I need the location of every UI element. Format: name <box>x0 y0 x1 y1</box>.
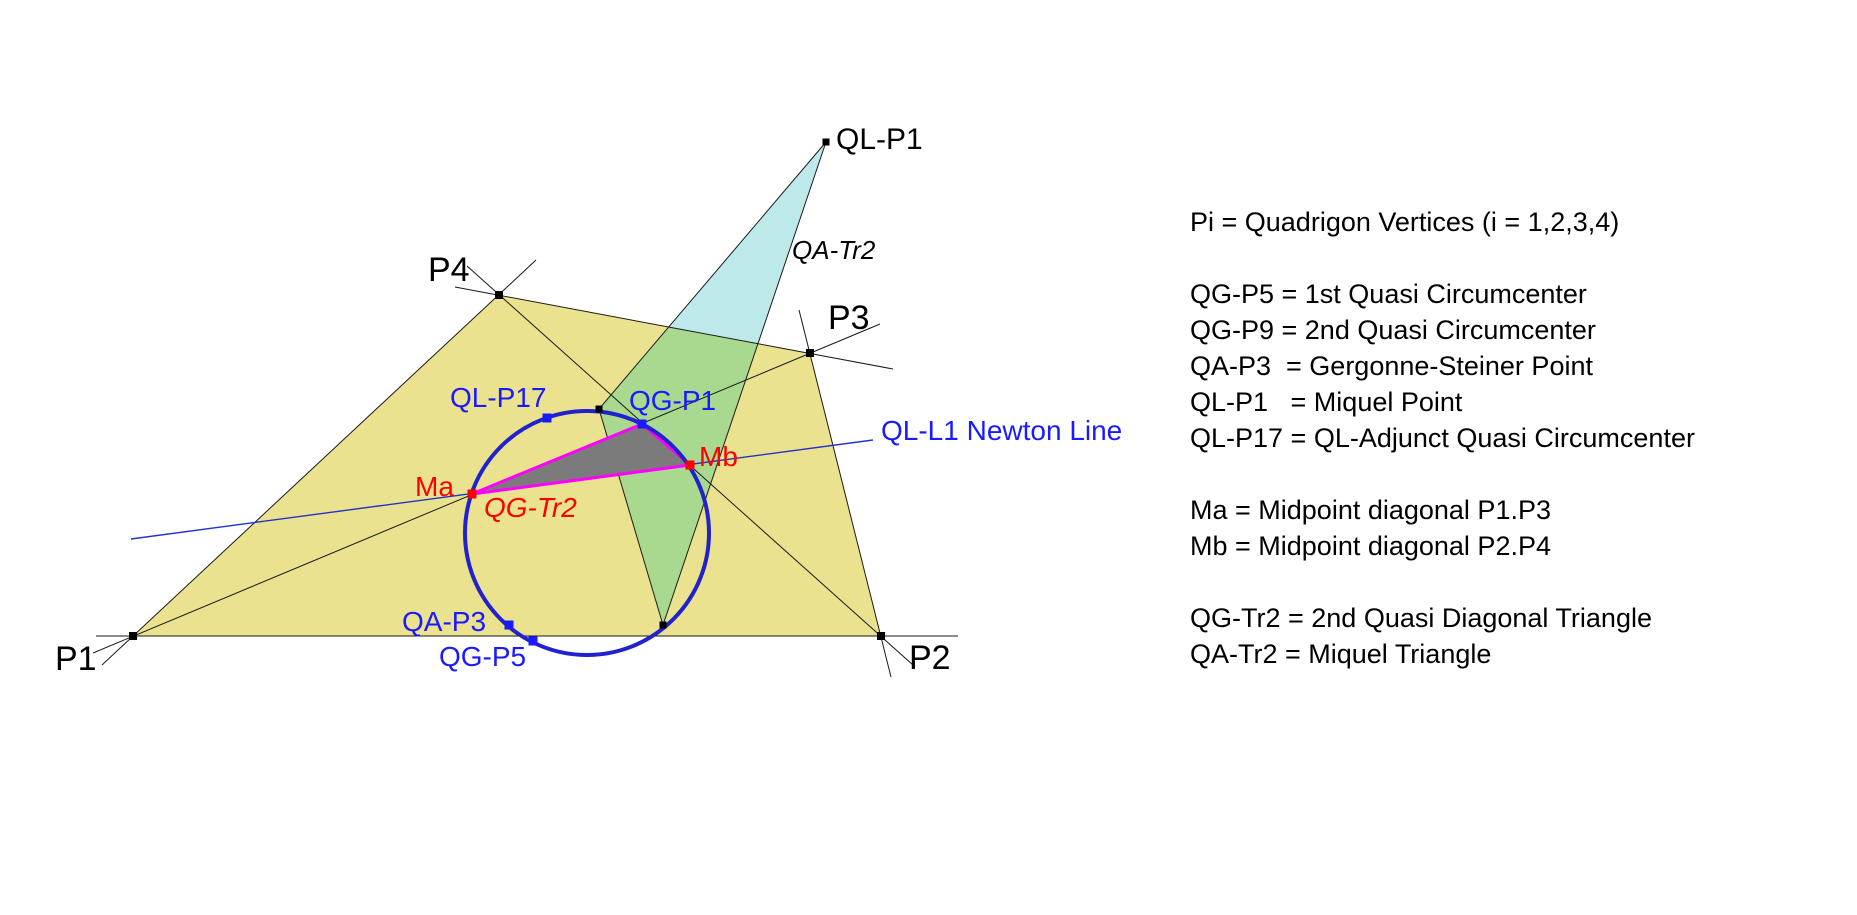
legend-spacer <box>1190 456 1695 492</box>
legend-line: QA-Tr2 = Miquel Triangle <box>1190 639 1492 669</box>
label-qg-tr2: QG-Tr2 <box>484 492 577 523</box>
point-qa-p3 <box>504 620 514 630</box>
legend-spacer <box>1190 564 1695 600</box>
label-qg-p1: QG-P1 <box>629 385 717 416</box>
legend-line: QA-P3 = Gergonne-Steiner Point <box>1190 351 1593 381</box>
label-mb: Mb <box>699 441 738 472</box>
legend-line: Ma = Midpoint diagonal P1.P3 <box>1190 495 1551 525</box>
legend-line: QG-Tr2 = 2nd Quasi Diagonal Triangle <box>1190 603 1652 633</box>
point-ql-p1 <box>822 138 830 146</box>
label-newton-line: QL-L1 Newton Line <box>881 415 1123 446</box>
label-p3: P3 <box>828 299 870 337</box>
quasi-diagonal-triangle <box>470 422 692 496</box>
label-p1: P1 <box>55 640 97 678</box>
legend-line: Pi = Quadrigon Vertices (i = 1,2,3,4) <box>1190 207 1620 237</box>
label-qa-p3: QA-P3 <box>402 606 487 637</box>
miquel-triangle-fill <box>669 142 826 343</box>
legend-line: QG-P9 = 2nd Quasi Circumcenter <box>1190 315 1596 345</box>
point-mb <box>685 460 695 470</box>
legend-line: QL-P17 = QL-Adjunct Quasi Circumcenter <box>1190 423 1695 453</box>
line-p1-p4 <box>101 259 537 666</box>
legend-spacer <box>1190 240 1695 276</box>
point-p4 <box>495 291 503 299</box>
point-p3 <box>806 349 814 357</box>
label-p2: P2 <box>909 639 951 677</box>
line-p3-p4 <box>454 286 894 370</box>
point-qg-p1 <box>637 419 647 429</box>
label-ql-p17: QL-P17 <box>450 382 547 413</box>
miquel-triangle-overlap-fill <box>599 327 758 625</box>
legend-line: Mb = Midpoint diagonal P2.P4 <box>1190 531 1551 561</box>
point-p2 <box>877 632 885 640</box>
point-ma <box>467 489 477 499</box>
quasi-circumcircle <box>463 409 711 657</box>
label-ma: Ma <box>415 471 454 502</box>
point-p1 <box>129 632 137 640</box>
miquel-triangle-outline <box>598 141 827 627</box>
legend: Pi = Quadrigon Vertices (i = 1,2,3,4) QG-… <box>1190 204 1695 672</box>
line-p2-p3 <box>798 309 892 678</box>
legend-line: QG-P5 = 1st Quasi Circumcenter <box>1190 279 1587 309</box>
label-p4: P4 <box>428 251 470 289</box>
point-qg-p5 <box>528 636 538 646</box>
point-miquel-3 <box>659 621 667 629</box>
label-qg-p5: QG-P5 <box>439 641 527 672</box>
label-qa-tr2: QA-Tr2 <box>792 235 876 265</box>
label-ql-p1: QL-P1 <box>836 123 923 156</box>
point-miquel-2 <box>595 405 603 413</box>
point-ql-p17 <box>542 413 552 423</box>
legend-line: QL-P1 = Miquel Point <box>1190 387 1463 417</box>
